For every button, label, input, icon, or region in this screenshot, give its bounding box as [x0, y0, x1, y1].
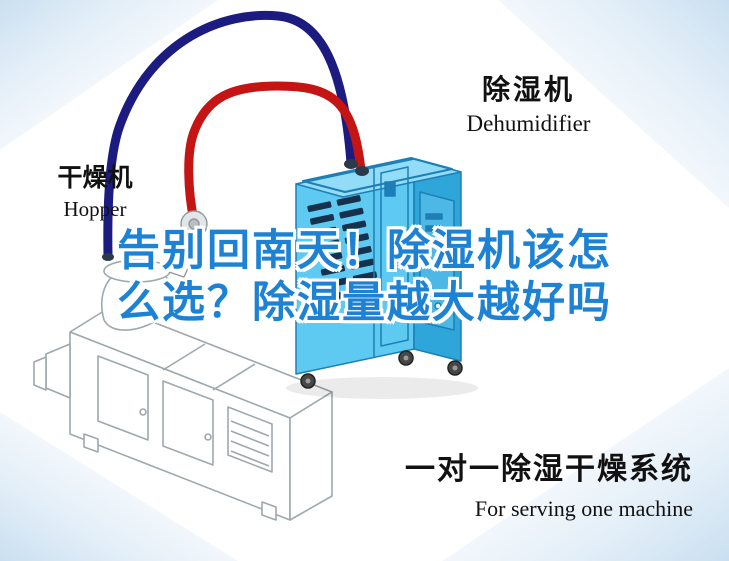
- vent-slot: [312, 226, 337, 238]
- system-label: 一对一除湿干燥系统 For serving one machine: [405, 444, 693, 522]
- machine-die: [45, 343, 71, 399]
- vent-slot: [352, 271, 378, 283]
- vent-slot: [323, 277, 348, 289]
- hose-end-cap: [102, 253, 114, 261]
- machine-leg: [83, 433, 99, 453]
- vent-slot: [350, 258, 375, 270]
- corner-gradient-bottom-left: [0, 412, 238, 561]
- machine-end-face: [289, 391, 333, 521]
- title-line-2: 么选？除湿量越大越好吗: [117, 278, 612, 327]
- dehumidifier-shadow: [286, 377, 478, 399]
- hose-fitting-red: [355, 166, 369, 176]
- system-label-zh: 一对一除湿干燥系统: [405, 453, 693, 486]
- vent-grid: [307, 195, 380, 302]
- machine-die-flange: [33, 356, 47, 391]
- wheel: [447, 360, 463, 376]
- vent-slot: [326, 290, 351, 302]
- vent-slot: [344, 233, 370, 244]
- hoses: [103, 10, 366, 261]
- machine-door: [227, 406, 273, 473]
- vent-slot: [336, 195, 361, 206]
- door-louver: [230, 420, 270, 437]
- vent-slot: [320, 264, 346, 276]
- corner-gradient-top-left: [0, 0, 218, 150]
- dehumidifier-machine: [295, 157, 463, 389]
- wheel: [300, 373, 316, 389]
- door-louver: [230, 430, 270, 447]
- machine-door: [162, 380, 214, 466]
- corner-gradient-bottom-right: [442, 368, 729, 561]
- machine-seam: [212, 363, 256, 391]
- dehumidifier-front-door: [380, 166, 409, 347]
- feeder-unit: [168, 210, 208, 278]
- dehumidifier-lid-rim: [302, 157, 453, 193]
- side-door-knob: [434, 302, 442, 310]
- hose-red: [184, 81, 366, 226]
- side-door-slot: [425, 213, 443, 220]
- door-handle: [139, 408, 147, 416]
- hose-fitting-blue: [344, 159, 358, 169]
- vent-slot: [309, 214, 335, 225]
- vent-slot: [318, 252, 343, 263]
- door-louver: [230, 440, 270, 457]
- machine-leg: [261, 501, 277, 521]
- machine-door: [97, 355, 149, 441]
- vent-slot: [315, 239, 340, 251]
- vent-slot: [342, 220, 367, 232]
- machine-seam: [162, 343, 206, 371]
- dehumidifier-label-en: Dehumidifier: [466, 111, 591, 136]
- wheel: [398, 350, 414, 366]
- hopper-label-en: Hopper: [63, 197, 127, 221]
- door-handle: [204, 433, 212, 441]
- extruder-machine: [33, 259, 333, 521]
- system-label-en: For serving one machine: [474, 496, 693, 521]
- hopper-pot: [101, 264, 173, 331]
- corner-gradient-top-right: [498, 0, 729, 208]
- main-title: 告别回南天！除湿机该怎 么选？除湿量越大越好吗: [0, 226, 729, 329]
- dehumidifier-label: 除湿机 Dehumidifier: [426, 68, 631, 137]
- vent-slot: [347, 245, 372, 257]
- dehumidifier-label-zh: 除湿机: [481, 74, 575, 105]
- indicator-panel: [384, 181, 396, 197]
- door-louver: [230, 450, 270, 467]
- feeder-hub: [188, 218, 200, 230]
- vent-slot: [339, 207, 364, 219]
- hopper-label: 干燥机 Hopper: [50, 158, 140, 222]
- vent-slot: [307, 201, 332, 213]
- hose-blue: [103, 10, 356, 261]
- side-door-slot: [425, 237, 443, 244]
- hopper-label-zh: 干燥机: [57, 164, 133, 192]
- title-line-1: 告别回南天！除湿机该怎: [117, 227, 612, 275]
- side-door-slot: [425, 225, 443, 232]
